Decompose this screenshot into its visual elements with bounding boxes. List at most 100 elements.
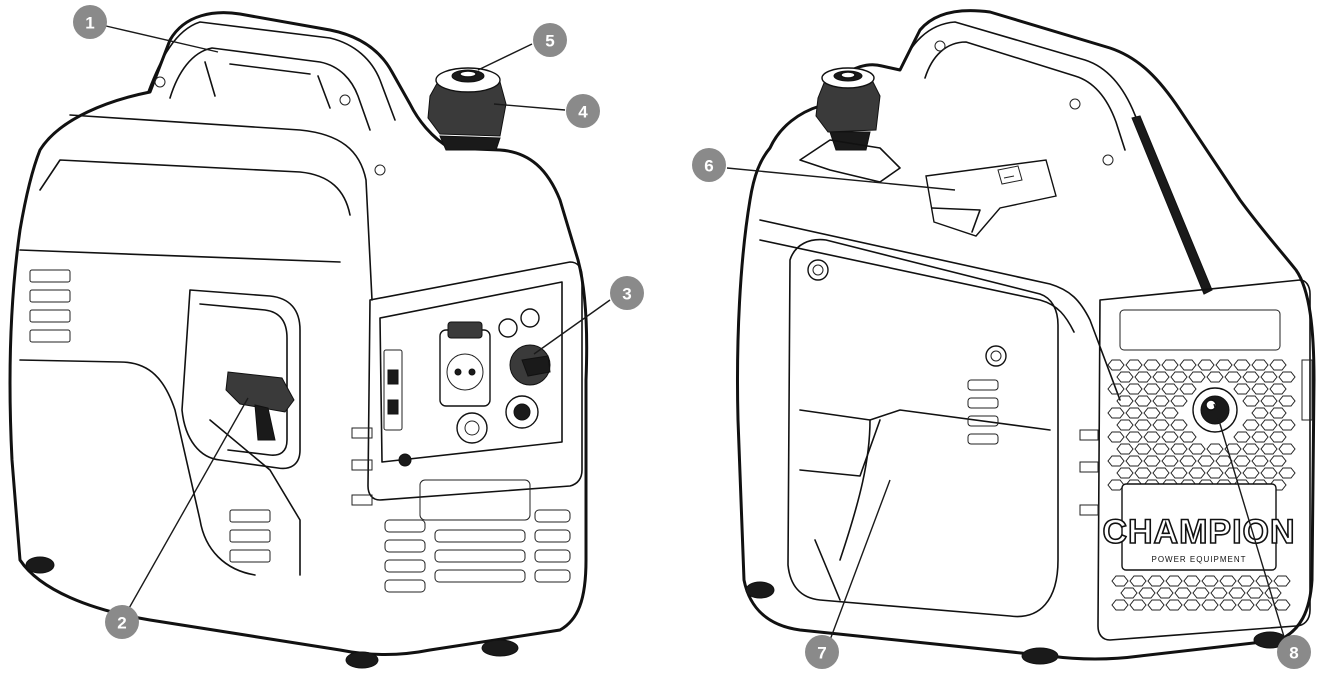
grille-cell bbox=[1278, 443, 1296, 455]
callout-label: 1 bbox=[85, 14, 94, 33]
screw bbox=[339, 94, 351, 106]
grille-cell bbox=[1206, 371, 1224, 383]
callout-label: 2 bbox=[117, 614, 126, 633]
grille-cell bbox=[1125, 359, 1143, 371]
grille-cell bbox=[1179, 359, 1197, 371]
brand-name: CHAMPION bbox=[1102, 513, 1295, 551]
grille-cell bbox=[1134, 419, 1152, 431]
rear-panel-frame bbox=[1097, 279, 1311, 641]
grille-cell bbox=[1161, 383, 1179, 395]
grille-cell bbox=[1215, 455, 1233, 467]
grille-cell bbox=[1161, 455, 1179, 467]
grille-cell bbox=[1269, 359, 1287, 371]
side-vents bbox=[29, 269, 271, 563]
generator-front-view bbox=[8, 11, 589, 669]
grille-cell bbox=[1143, 359, 1161, 371]
grille-cell bbox=[1152, 419, 1170, 431]
grille-cell bbox=[1278, 467, 1296, 479]
grille-cell bbox=[1237, 575, 1255, 587]
fuel-cap bbox=[427, 67, 507, 151]
foot bbox=[481, 639, 519, 657]
foot bbox=[25, 556, 55, 574]
grille-cell bbox=[1260, 419, 1278, 431]
grille-cell bbox=[1179, 455, 1197, 467]
grille-cell bbox=[1242, 467, 1260, 479]
foot bbox=[1021, 647, 1059, 665]
grille-cell bbox=[1251, 431, 1269, 443]
grille-cell bbox=[1147, 599, 1165, 611]
callout-6: 6 bbox=[692, 148, 726, 182]
grille-cell bbox=[1233, 431, 1251, 443]
front-vents bbox=[384, 479, 571, 593]
grille-cell bbox=[1278, 395, 1296, 407]
engine-switch bbox=[509, 344, 551, 386]
grille-cell bbox=[1161, 359, 1179, 371]
grille-cell bbox=[1161, 407, 1179, 419]
grille-cell bbox=[1116, 467, 1134, 479]
grille-cell bbox=[1156, 587, 1174, 599]
grille-cell bbox=[1273, 575, 1291, 587]
grille-cell bbox=[1264, 587, 1282, 599]
foot bbox=[745, 581, 775, 599]
grille-cell bbox=[1179, 383, 1197, 395]
grille-cell bbox=[1201, 599, 1219, 611]
fuel-door bbox=[925, 159, 1057, 237]
grille-cell bbox=[1251, 383, 1269, 395]
grille-cell bbox=[1260, 371, 1278, 383]
grille-cell bbox=[1183, 599, 1201, 611]
callout-1: 1 bbox=[73, 5, 107, 39]
grille-cell bbox=[1170, 419, 1188, 431]
grille-cell bbox=[1251, 359, 1269, 371]
grille-cell bbox=[1233, 359, 1251, 371]
grille-cell bbox=[1143, 383, 1161, 395]
grille-cell bbox=[1219, 575, 1237, 587]
grille-cell bbox=[1260, 395, 1278, 407]
grille-cell bbox=[1242, 395, 1260, 407]
side-panel bbox=[39, 114, 373, 301]
grille-cell bbox=[1278, 371, 1296, 383]
grille-cell bbox=[1260, 443, 1278, 455]
leader-lines bbox=[105, 25, 1286, 641]
grille-cell bbox=[1161, 431, 1179, 443]
grille-cell bbox=[1125, 455, 1143, 467]
grille-cell bbox=[1233, 383, 1251, 395]
grille-cell bbox=[1224, 371, 1242, 383]
recoil-starter-handle bbox=[225, 371, 295, 441]
usb-outlet bbox=[505, 395, 539, 429]
callout-label: 4 bbox=[578, 103, 588, 122]
grille-cell bbox=[1143, 407, 1161, 419]
service-panel bbox=[787, 238, 1059, 618]
grille-cell bbox=[1125, 383, 1143, 395]
grille-cell bbox=[1224, 443, 1242, 455]
grille-cell bbox=[1129, 599, 1147, 611]
grille-cell bbox=[1170, 371, 1188, 383]
grille-cell bbox=[1188, 371, 1206, 383]
brand-plate: CHAMPION POWER EQUIPMENT bbox=[1102, 483, 1295, 571]
grille-cell bbox=[1174, 587, 1192, 599]
grille-cell bbox=[1188, 467, 1206, 479]
carry-handle bbox=[147, 21, 396, 121]
screw bbox=[374, 164, 386, 176]
ground-terminal bbox=[398, 453, 412, 467]
grille-cell bbox=[1269, 455, 1287, 467]
grille-cell bbox=[1183, 575, 1201, 587]
grille-cell bbox=[1138, 587, 1156, 599]
grille-cell bbox=[1251, 455, 1269, 467]
grille-cell bbox=[1246, 587, 1264, 599]
grille-cell bbox=[1228, 587, 1246, 599]
exhaust-grille bbox=[1107, 359, 1296, 611]
grille-cell bbox=[1215, 359, 1233, 371]
grille-cell bbox=[1107, 431, 1125, 443]
callout-5: 5 bbox=[533, 23, 567, 57]
grille-cell bbox=[1107, 359, 1125, 371]
grille-cell bbox=[1107, 383, 1125, 395]
grille-cell bbox=[1210, 587, 1228, 599]
grille-cell bbox=[1111, 599, 1129, 611]
grille-cell bbox=[1152, 467, 1170, 479]
grille-cell bbox=[1107, 479, 1125, 491]
grille-cell bbox=[1134, 443, 1152, 455]
grille-cell bbox=[1278, 419, 1296, 431]
grille-cell bbox=[1233, 455, 1251, 467]
grille-cell bbox=[1242, 371, 1260, 383]
grille-cell bbox=[1152, 443, 1170, 455]
